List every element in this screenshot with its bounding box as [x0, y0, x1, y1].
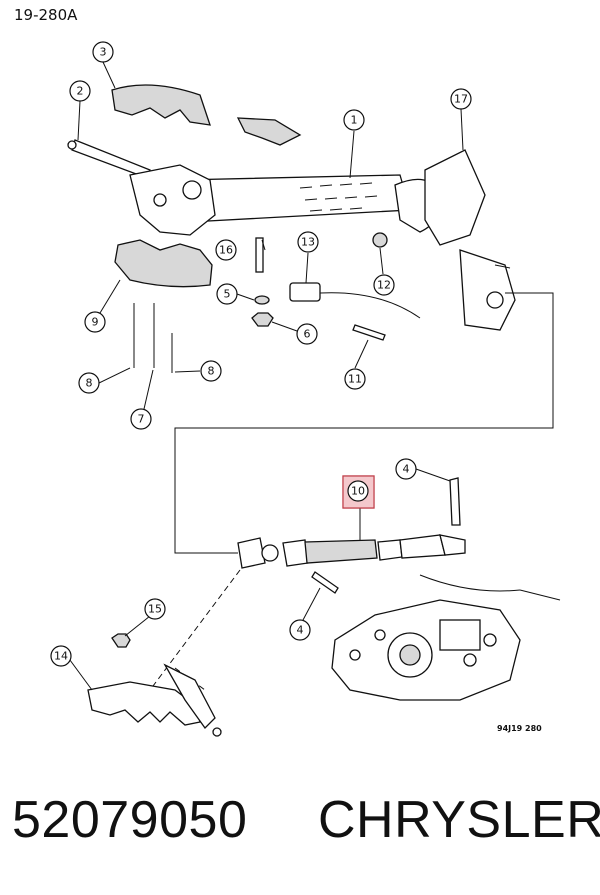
callout-label: 14	[54, 650, 68, 663]
callout-label: 16	[219, 244, 233, 257]
callout-label: 4	[403, 463, 410, 476]
page-code: 19-280A	[14, 6, 78, 24]
mounting-bracket	[424, 149, 516, 331]
callout-label: 10	[351, 485, 365, 498]
dash-line-1	[149, 569, 241, 691]
callout-label: 12	[377, 279, 391, 292]
callout-14: 14	[50, 645, 72, 667]
callout-8-left: 8	[78, 372, 100, 394]
figure-code: 94J19 280	[497, 724, 542, 733]
upper-shroud	[111, 84, 211, 126]
callout-label: 8	[208, 365, 215, 378]
callout-9: 9	[84, 311, 106, 333]
callout-label: 8	[86, 377, 93, 390]
bolt-clamp-left	[311, 571, 339, 594]
callout-6: 6	[296, 323, 318, 345]
lower-cover	[87, 663, 222, 737]
callout-label: 11	[348, 373, 362, 386]
steering-column-diagram: 1 2 3 4 4 5 6 7 8 8 9 10 11 12 13 14 15 …	[50, 41, 561, 737]
shield-plate	[236, 117, 302, 146]
lock-housing	[129, 164, 216, 236]
nut	[251, 312, 274, 327]
callout-7: 7	[130, 408, 152, 430]
callout-label: 13	[301, 236, 315, 249]
callout-10: 10	[342, 475, 375, 509]
callout-4-lower: 4	[289, 619, 311, 641]
callout-11: 11	[344, 368, 366, 390]
callout-label: 17	[454, 93, 468, 106]
brand-name: CHRYSLER	[318, 791, 600, 849]
callout-label: 6	[304, 328, 311, 341]
intermediate-shaft	[237, 534, 466, 569]
callout-8-right: 8	[200, 360, 222, 382]
callout-label: 5	[224, 288, 231, 301]
callout-1: 1	[343, 109, 365, 131]
callout-12: 12	[373, 274, 395, 296]
spacer	[254, 295, 270, 305]
column-switch	[289, 282, 421, 319]
callout-16: 16	[215, 239, 237, 261]
bolt-clamp-right	[449, 477, 461, 526]
callout-label: 4	[297, 624, 304, 637]
callout-label: 9	[92, 316, 99, 329]
callout-5: 5	[216, 283, 238, 305]
connector-line	[174, 292, 554, 554]
lower-shroud	[114, 239, 213, 288]
callout-3: 3	[92, 41, 114, 63]
callout-13: 13	[297, 231, 319, 253]
callout-label: 7	[138, 413, 145, 426]
pin	[255, 237, 264, 273]
leader-lines	[66, 61, 464, 691]
dash-line-2	[174, 667, 206, 691]
callout-17: 17	[450, 88, 472, 110]
callout-2: 2	[69, 80, 91, 102]
callout-4-upper: 4	[395, 458, 417, 480]
callout-label: 1	[351, 114, 358, 127]
column-tube	[179, 174, 442, 233]
part-number: 52079050	[12, 791, 248, 849]
callout-label: 15	[148, 603, 162, 616]
callout-label: 2	[77, 85, 84, 98]
bolt-upper	[352, 324, 386, 341]
callout-15: 15	[144, 598, 166, 620]
callout-label: 3	[100, 46, 107, 59]
cover-nut	[111, 633, 131, 648]
steering-gear	[331, 574, 561, 701]
turn-signal-lever	[67, 139, 151, 179]
flange-nut	[372, 232, 388, 248]
